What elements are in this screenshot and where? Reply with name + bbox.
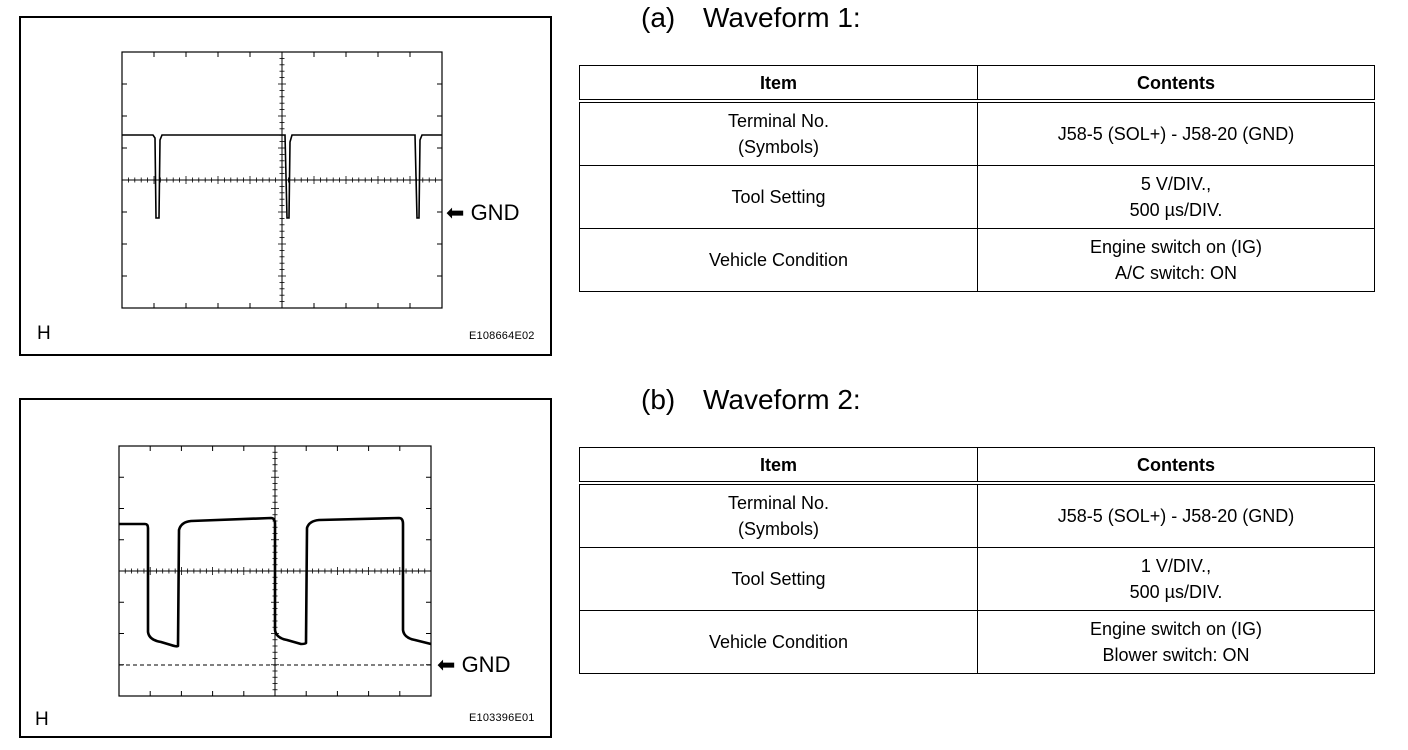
cell-text: (Symbols) [737, 137, 819, 157]
table-row-terminal: Terminal No. (Symbols) J58-5 (SOL+) - J5… [579, 482, 1375, 548]
cell-contents: J58-5 (SOL+) - J58-20 (GND) [977, 100, 1375, 166]
table-row-tool-setting: Tool Setting 1 V/DIV., 500 µs/DIV. [579, 547, 1375, 611]
waveform2-heading-tag: (b) [641, 384, 676, 415]
column-header-item: Item [579, 447, 978, 485]
waveform2-trace [119, 516, 432, 648]
cell-text: Terminal No. [727, 111, 830, 131]
waveform1-figure-code: E108664E02 [469, 330, 535, 342]
waveform1-grid [121, 51, 443, 309]
cell-text: 1 V/DIV., [1140, 556, 1212, 576]
cell-item: Terminal No. (Symbols) [579, 100, 978, 166]
waveform2-spec-table: Item Contents Terminal No. (Symbols) J58… [579, 447, 1375, 674]
waveform2-scope-panel: ⬅ GND H E103396E01 [19, 398, 552, 738]
table-header-row: Item Contents [579, 447, 1375, 485]
waveform1-spec-table: Item Contents Terminal No. (Symbols) J58… [579, 65, 1375, 292]
cell-text: 500 µs/DIV. [1129, 582, 1223, 602]
cell-text: Terminal No. [727, 493, 830, 513]
waveform1-gnd-label: GND [470, 200, 520, 225]
cell-contents: 1 V/DIV., 500 µs/DIV. [977, 547, 1375, 611]
cell-text: Tool Setting [731, 569, 826, 589]
column-header-contents: Contents [977, 447, 1375, 485]
table-row-vehicle-condition: Vehicle Condition Engine switch on (IG) … [579, 228, 1375, 292]
cell-contents: Engine switch on (IG) Blower switch: ON [977, 610, 1375, 674]
cell-contents: J58-5 (SOL+) - J58-20 (GND) [977, 482, 1375, 548]
cell-text: J58-5 (SOL+) - J58-20 (GND) [1057, 506, 1295, 526]
cell-contents: 5 V/DIV., 500 µs/DIV. [977, 165, 1375, 229]
waveform2-figure-code: E103396E01 [469, 712, 535, 724]
waveform1-heading-text: Waveform 1: [703, 2, 861, 33]
cell-item: Tool Setting [579, 547, 978, 611]
waveform2-scope-graphic [118, 445, 432, 697]
waveform1-gnd-marker: ⬅ GND [446, 200, 519, 226]
left-arrow-icon: ⬅ [437, 652, 456, 677]
waveform1-scope-panel: ⬅ GND H E108664E02 [19, 16, 552, 356]
cell-item: Vehicle Condition [579, 228, 978, 292]
waveform2-corner-label: H [35, 709, 49, 730]
cell-text: 500 µs/DIV. [1129, 200, 1223, 220]
waveform1-corner-label: H [37, 323, 51, 344]
cell-text: (Symbols) [737, 519, 819, 539]
cell-text: Engine switch on (IG) [1089, 619, 1263, 639]
waveform1-scope-graphic [121, 51, 443, 309]
waveform1-heading: (a) Waveform 1: [641, 2, 861, 34]
cell-text: Vehicle Condition [708, 250, 849, 270]
waveform2-heading-text: Waveform 2: [703, 384, 861, 415]
table-row-terminal: Terminal No. (Symbols) J58-5 (SOL+) - J5… [579, 100, 1375, 166]
cell-text: J58-5 (SOL+) - J58-20 (GND) [1057, 124, 1295, 144]
table-row-vehicle-condition: Vehicle Condition Engine switch on (IG) … [579, 610, 1375, 674]
left-arrow-icon: ⬅ [446, 200, 465, 225]
waveform1-trace [122, 134, 442, 219]
cell-text: Vehicle Condition [708, 632, 849, 652]
cell-text: Blower switch: ON [1102, 645, 1250, 665]
table-row-tool-setting: Tool Setting 5 V/DIV., 500 µs/DIV. [579, 165, 1375, 229]
waveform1-heading-tag: (a) [641, 2, 676, 33]
cell-text: Engine switch on (IG) [1089, 237, 1263, 257]
cell-contents: Engine switch on (IG) A/C switch: ON [977, 228, 1375, 292]
waveform2-heading: (b) Waveform 2: [641, 384, 861, 416]
cell-text: 5 V/DIV., [1140, 174, 1212, 194]
waveform2-gnd-label: GND [461, 652, 511, 677]
column-header-item: Item [579, 65, 978, 103]
cell-item: Terminal No. (Symbols) [579, 482, 978, 548]
waveform2-gnd-marker: ⬅ GND [437, 652, 510, 678]
cell-item: Vehicle Condition [579, 610, 978, 674]
cell-text: A/C switch: ON [1114, 263, 1238, 283]
table-header-row: Item Contents [579, 65, 1375, 103]
cell-item: Tool Setting [579, 165, 978, 229]
waveform2-grid [118, 445, 432, 697]
cell-text: Tool Setting [731, 187, 826, 207]
column-header-contents: Contents [977, 65, 1375, 103]
